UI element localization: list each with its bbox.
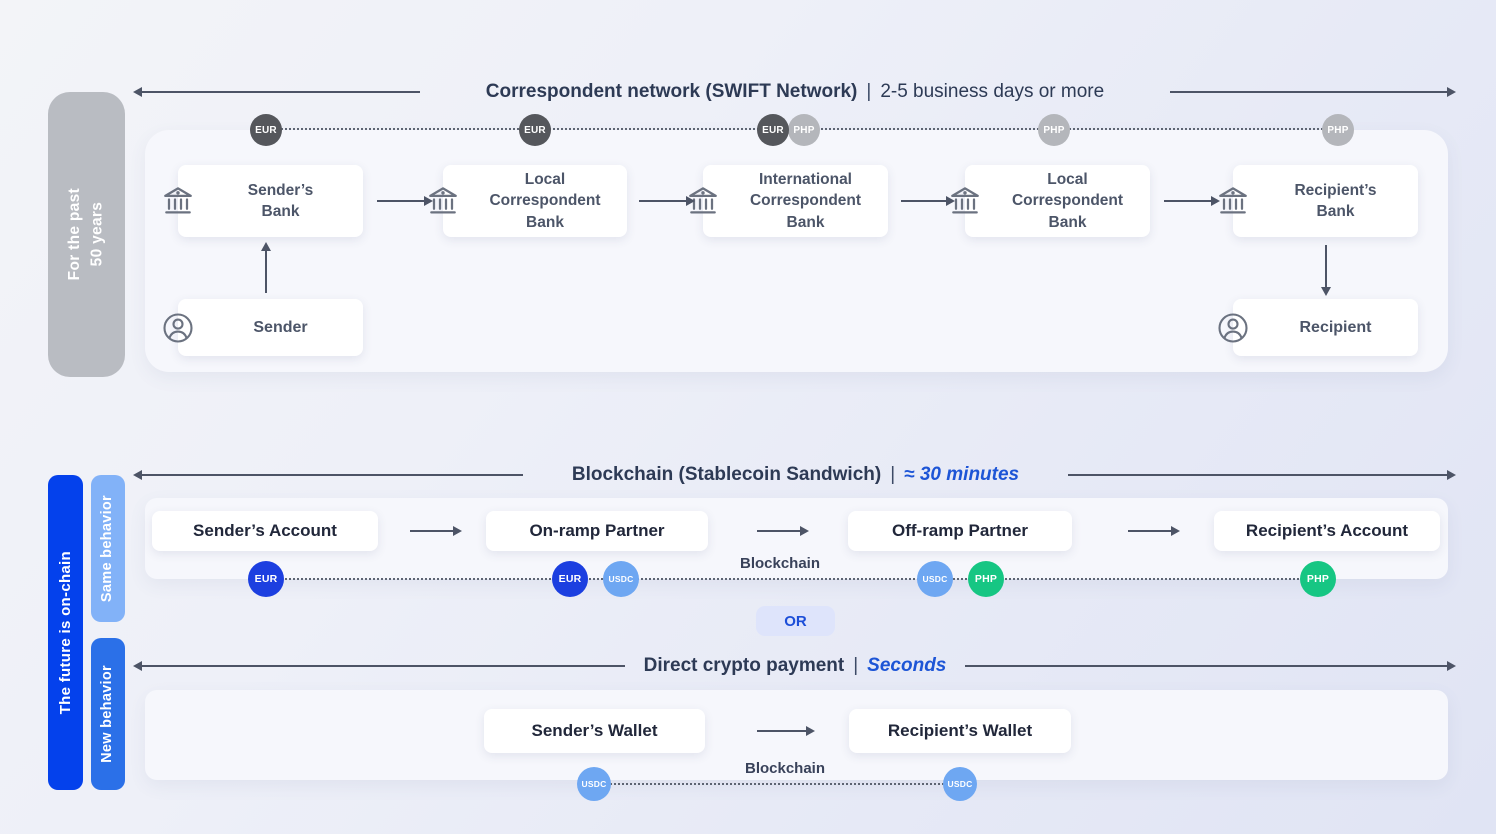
currency-badge-eur-blue-2: EUR xyxy=(552,561,588,597)
legacy-header-arrow-left xyxy=(141,91,420,93)
currency-badge-php-3: PHP xyxy=(1322,114,1354,146)
direct-header-arrow-left xyxy=(141,665,625,667)
bank-label-line: Correspondent xyxy=(1011,192,1124,210)
future-onchain-bar: The future is on-chain xyxy=(48,475,83,790)
bank-label-line: Bank xyxy=(786,213,825,231)
bank-label-line: Sender’s xyxy=(247,181,314,199)
currency-badge-usdc-3: USDC xyxy=(577,767,611,801)
new-behavior-label: New behavior xyxy=(99,665,116,763)
same-behavior-bar: Same behavior xyxy=(91,475,125,622)
stablecoin-flow-arrow-1 xyxy=(410,530,454,532)
bank-to-recipient-arrow xyxy=(1325,245,1327,288)
node-senders-wallet: Sender’s Wallet xyxy=(484,709,705,753)
currency-badge-php-1: PHP xyxy=(788,114,820,146)
stablecoin-header-title: Blockchain (Stablecoin Sandwich) xyxy=(571,464,882,485)
past-50-years-label: For the past 50 years xyxy=(64,188,109,280)
bank-icon xyxy=(164,187,192,214)
node-senders-account: Sender’s Account xyxy=(152,511,378,551)
stablecoin-header-arrow-right xyxy=(1068,474,1448,476)
direct-panel xyxy=(145,690,1448,780)
legacy-header-arrow-right xyxy=(1170,91,1448,93)
direct-header-title: Direct crypto payment xyxy=(643,655,845,676)
bank-icon xyxy=(429,187,457,214)
node-senders-bank: Sender’s Bank xyxy=(164,165,363,237)
currency-badge-usdc-1: USDC xyxy=(603,561,639,597)
bank-icon xyxy=(1219,187,1247,214)
direct-header-arrow-right xyxy=(965,665,1448,667)
person-icon xyxy=(1218,312,1248,343)
direct-header: Direct crypto payment | Seconds xyxy=(625,655,965,677)
legacy-flow-arrow-3 xyxy=(901,200,947,202)
stablecoin-currency-rail xyxy=(266,578,1318,580)
same-behavior-label: Same behavior xyxy=(99,494,116,603)
node-local-correspondent-bank-2: Local Correspondent Bank xyxy=(951,165,1150,237)
stablecoin-header: Blockchain (Stablecoin Sandwich) | ≈ 30 mi… xyxy=(523,464,1068,486)
bank-label-line: Bank xyxy=(1048,213,1087,231)
sender-to-bank-arrow xyxy=(265,250,267,293)
recipients-account-label: Recipient’s Account xyxy=(1245,521,1409,540)
bank-label-line: Bank xyxy=(1316,203,1355,220)
stablecoin-header-duration: ≈ 30 minutes xyxy=(904,464,1020,485)
direct-header-separator: | xyxy=(853,655,859,676)
node-recipients-wallet: Recipient’s Wallet xyxy=(849,709,1071,753)
bank-label-line: Correspondent xyxy=(749,192,862,210)
currency-badge-usdc-2: USDC xyxy=(917,561,953,597)
direct-header-duration: Seconds xyxy=(867,655,947,676)
recipients-wallet-label: Recipient’s Wallet xyxy=(887,721,1033,740)
legacy-flow-arrow-1 xyxy=(377,200,425,202)
person-icon xyxy=(163,312,193,343)
bank-label-line: Bank xyxy=(261,203,300,220)
sender-label: Sender xyxy=(253,318,308,336)
bank-label-line: Correspondent xyxy=(489,192,601,210)
onramp-partner-label: On-ramp Partner xyxy=(529,521,665,540)
node-offramp-partner: Off-ramp Partner xyxy=(848,511,1072,551)
currency-badge-eur-blue-1: EUR xyxy=(248,561,284,597)
recipient-label: Recipient xyxy=(1299,318,1372,336)
offramp-partner-label: Off-ramp Partner xyxy=(891,521,1029,540)
senders-wallet-label: Sender’s Wallet xyxy=(531,721,658,740)
currency-badge-eur-2: EUR xyxy=(519,114,551,146)
future-onchain-label: The future is on-chain xyxy=(56,550,74,715)
past-label-line1: For the past xyxy=(66,188,84,281)
bank-label-line: Local xyxy=(1047,170,1088,188)
currency-badge-php-2: PHP xyxy=(1038,114,1070,146)
stablecoin-flow-arrow-3 xyxy=(1128,530,1172,532)
bank-label-line: Local xyxy=(524,170,566,188)
bank-label-line: Recipient’s xyxy=(1294,181,1377,199)
currency-badge-usdc-4: USDC xyxy=(943,767,977,801)
currency-badge-php-green-2: PHP xyxy=(1300,561,1336,597)
direct-flow-arrow xyxy=(757,730,807,732)
node-sender: Sender xyxy=(163,299,363,356)
legacy-flow-arrow-4 xyxy=(1164,200,1212,202)
stablecoin-header-separator: | xyxy=(890,464,896,485)
stablecoin-flow-arrow-2 xyxy=(757,530,801,532)
or-chip: OR xyxy=(756,606,835,636)
legacy-flow-arrow-2 xyxy=(639,200,687,202)
node-recipient: Recipient xyxy=(1218,299,1418,356)
stablecoin-header-arrow-left xyxy=(141,474,523,476)
new-behavior-bar: New behavior xyxy=(91,638,125,790)
past-label-line2: 50 years xyxy=(88,202,106,267)
node-international-correspondent-bank: International Correspondent Bank xyxy=(689,165,888,237)
currency-badge-php-green-1: PHP xyxy=(968,561,1004,597)
bank-label-line: International xyxy=(758,170,852,188)
stablecoin-blockchain-label: Blockchain xyxy=(739,555,821,572)
currency-badge-eur-3: EUR xyxy=(757,114,789,146)
legacy-header: Correspondent network (SWIFT Network) | 2-… xyxy=(420,81,1170,103)
currency-badge-eur-1: EUR xyxy=(250,114,282,146)
legacy-header-separator: | xyxy=(866,81,872,102)
node-recipients-bank: Recipient’s Bank xyxy=(1219,165,1418,237)
bank-label-line: Bank xyxy=(526,213,564,231)
legacy-header-duration: 2-5 business days or more xyxy=(880,81,1105,102)
node-local-correspondent-bank-1: Local Correspondent Bank xyxy=(429,165,627,237)
node-recipients-account: Recipient’s Account xyxy=(1214,511,1440,551)
senders-account-label: Sender’s Account xyxy=(193,521,337,540)
node-onramp-partner: On-ramp Partner xyxy=(486,511,708,551)
bank-icon xyxy=(951,187,979,214)
past-50-years-bar: For the past 50 years xyxy=(48,92,125,377)
legacy-header-title: Correspondent network (SWIFT Network) xyxy=(485,81,858,102)
direct-blockchain-label: Blockchain xyxy=(744,760,826,777)
direct-currency-rail xyxy=(594,783,960,785)
